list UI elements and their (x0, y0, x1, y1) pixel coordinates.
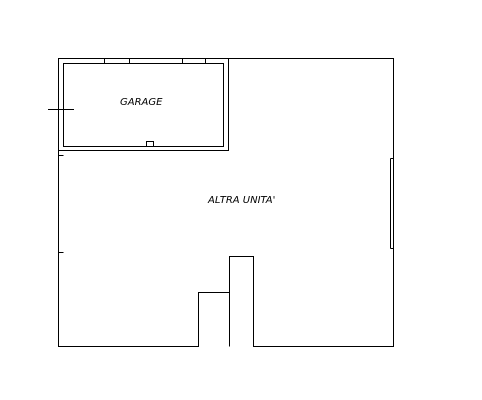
garage-label: GARAGE (120, 97, 163, 108)
garage-window-left (104, 58, 130, 64)
garage-outer-wall (58, 58, 229, 151)
building-outline (58, 58, 394, 347)
garage-bottom-opening (146, 141, 154, 147)
garage-inner-wall (63, 63, 224, 147)
other-unit-label: ALTRA UNITA' (207, 195, 275, 206)
garage-window-right (182, 58, 206, 64)
